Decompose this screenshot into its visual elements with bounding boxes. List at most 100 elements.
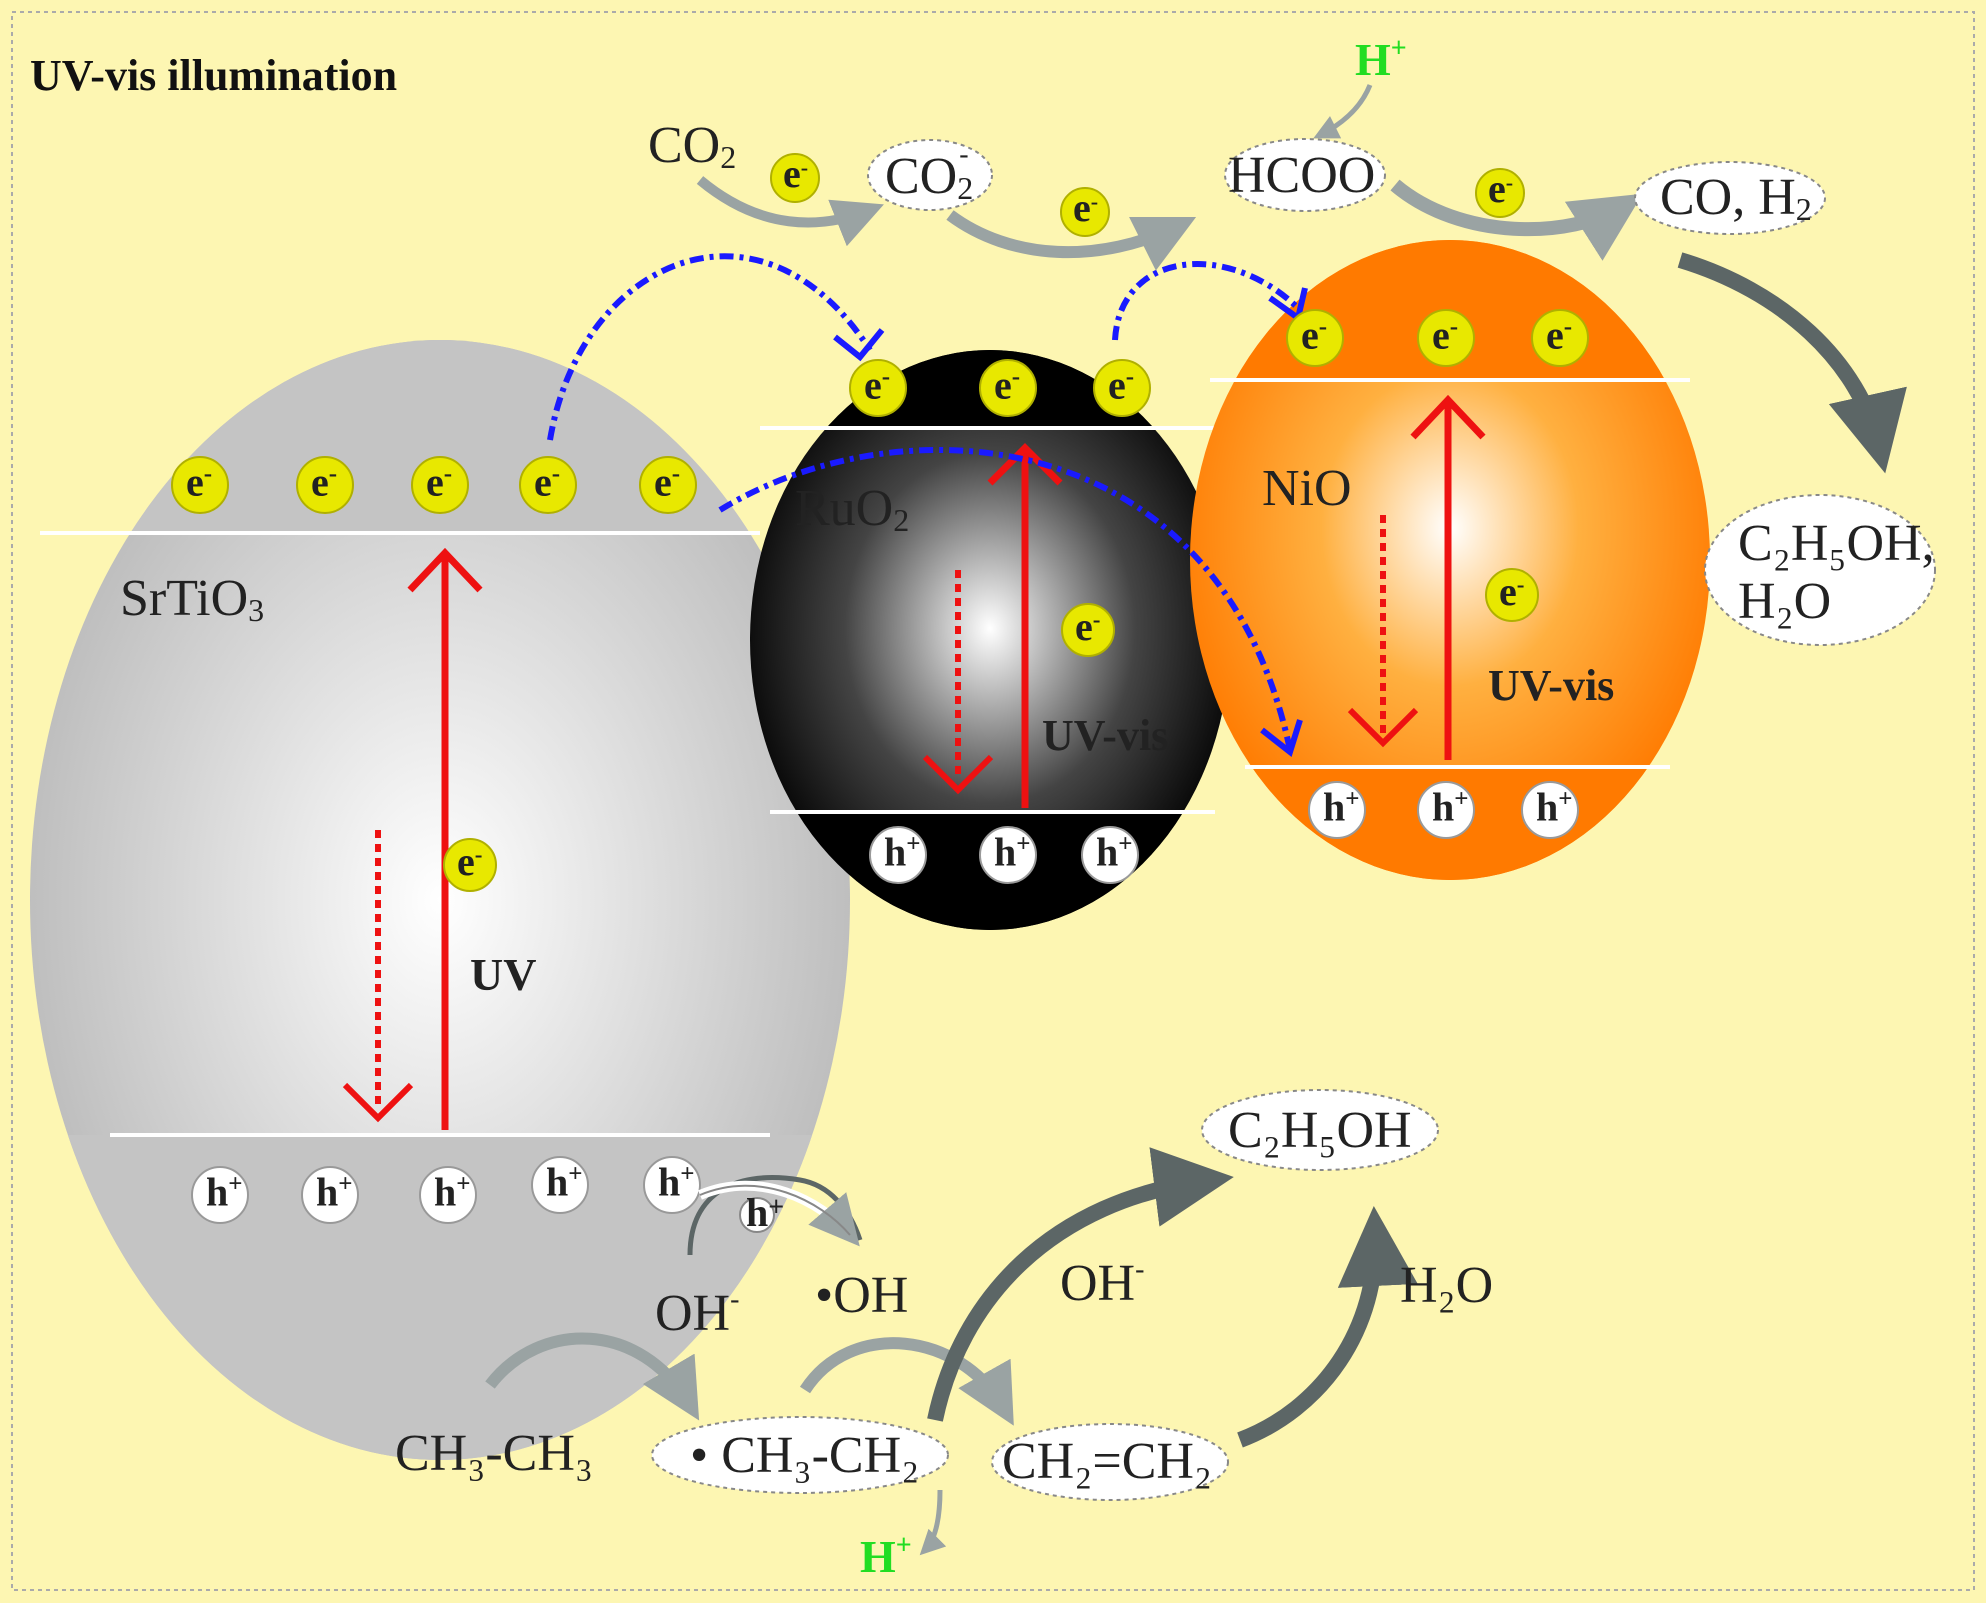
svg-text:h+: h+ xyxy=(1323,785,1360,830)
hole-small xyxy=(739,1197,775,1233)
c2h5oh-h2o-line1: C₂H₅OH, xyxy=(1738,515,1935,572)
co2-label: CO2 xyxy=(648,117,736,175)
hole-ruo2: h+ xyxy=(869,826,927,884)
svg-text:e-: e- xyxy=(654,460,680,505)
svg-text:e-: e- xyxy=(457,839,482,884)
ethane-label: CH₃-CH₃ xyxy=(395,1425,593,1482)
transfer-srtio3-to-ruo2 xyxy=(547,253,873,441)
ethylene-label: CH₂=CH₂ xyxy=(1002,1433,1212,1490)
hole-nio: h+ xyxy=(1417,781,1475,839)
hcoo-bubble xyxy=(1224,138,1386,212)
hole-ruo2: h+ xyxy=(1081,826,1139,884)
hole-srtio3: h+ xyxy=(643,1156,701,1214)
svg-text:e-: e- xyxy=(783,151,808,196)
svg-text:e-: e- xyxy=(864,363,890,408)
svg-text:h+: h+ xyxy=(658,1160,695,1205)
panel-border xyxy=(11,11,1975,1591)
svg-text:e-: e- xyxy=(1432,313,1458,358)
svg-text:e-: e- xyxy=(311,460,337,505)
transfer-srtio3-to-nio xyxy=(718,447,1293,751)
electron-nio: e- xyxy=(1286,309,1344,367)
svg-text:h+: h+ xyxy=(434,1170,471,1215)
uvvis-ruo2-label: UV-vis xyxy=(1042,711,1168,760)
electron-srtio3: e- xyxy=(296,456,354,514)
svg-text:e-: e- xyxy=(534,460,560,505)
hole-srtio3: h+ xyxy=(301,1166,359,1224)
nio-label: NiO xyxy=(1262,460,1352,517)
svg-text:h+: h+ xyxy=(1536,785,1573,830)
electron-pathway: e- xyxy=(770,151,820,203)
diagram-title: UV-vis illumination xyxy=(30,51,397,100)
svg-text:e-: e- xyxy=(1075,604,1100,649)
electron-ruo2: e- xyxy=(1093,359,1151,417)
ethylene-bubble xyxy=(991,1423,1229,1501)
electron-ruo2-midgap: e- xyxy=(1061,603,1115,657)
srtio3-excitation: UV xyxy=(342,547,536,1130)
srtio3-label: SrTiO3 xyxy=(120,570,264,628)
pathway-electrons: e-e-e- xyxy=(770,151,1525,237)
electron-pathway: e- xyxy=(1060,185,1110,237)
svg-text:e-: e- xyxy=(1301,313,1327,358)
svg-text:h+: h+ xyxy=(206,1170,243,1215)
holes: h+ h+ h+ h+ h+ h+ h+ h+ h+ h+ h+ xyxy=(191,781,1579,1224)
electron-srtio3-midgap: e- xyxy=(443,838,497,892)
co2-radical-label: CO2- xyxy=(885,139,973,206)
svg-text:e-: e- xyxy=(994,363,1020,408)
uv-label: UV xyxy=(470,949,536,1000)
svg-text:h+: h+ xyxy=(884,830,921,875)
ruo2-excitation: UV-vis xyxy=(922,443,1168,808)
electron-ruo2: e- xyxy=(849,359,907,417)
hole-ruo2: h+ xyxy=(979,826,1037,884)
svg-text:e-: e- xyxy=(1108,363,1134,408)
ethyl-radical-label: • CH₃-CH₂ xyxy=(690,1427,919,1484)
oh-minus-left: OH- xyxy=(655,1284,739,1342)
svg-text:e-: e- xyxy=(1546,313,1572,358)
h2o-label: H₂O xyxy=(1400,1257,1493,1314)
co2-reduction-pathway: CO2 CO2- HCOO H+ CO, H2 C₂H₅OH, H₂O xyxy=(648,33,1936,646)
svg-text:h+: h+ xyxy=(316,1170,353,1215)
electron-nio: e- xyxy=(1417,309,1475,367)
electron-nio-midgap: e- xyxy=(1485,568,1539,622)
svg-text:h+: h+ xyxy=(1096,830,1133,875)
oh-radical: •OH xyxy=(815,1267,908,1324)
electron-pathway: e- xyxy=(1475,166,1525,218)
c2h5oh-h2o-bubble xyxy=(1704,494,1936,646)
nio-excitation: UV-vis xyxy=(1347,394,1614,760)
hole-srtio3: h+ xyxy=(531,1156,589,1214)
svg-text:h+: h+ xyxy=(546,1160,583,1205)
h-plus-bottom: H+ xyxy=(860,1530,912,1582)
oh-minus-right: OH- xyxy=(1060,1254,1144,1312)
hole-nio: h+ xyxy=(1521,781,1579,839)
h-plus-top: H+ xyxy=(1355,33,1407,85)
svg-text:e-: e- xyxy=(1499,569,1524,614)
electron-srtio3: e- xyxy=(171,456,229,514)
svg-text:h+: h+ xyxy=(1432,785,1469,830)
svg-text:e-: e- xyxy=(426,460,452,505)
c2h5oh-bottom-label: C₂H₅OH xyxy=(1228,1102,1412,1159)
svg-text:e-: e- xyxy=(1073,185,1098,230)
co-h2-label: CO, H2 xyxy=(1660,169,1812,227)
svg-text:e-: e- xyxy=(186,460,212,505)
ruo2-label: RuO2 xyxy=(795,480,909,538)
hcoo-label: HCOO xyxy=(1228,147,1375,204)
uvvis-nio-label: UV-vis xyxy=(1488,661,1614,710)
hole-nio: h+ xyxy=(1308,781,1366,839)
c2h5oh-h2o-line2: H₂O xyxy=(1738,573,1831,630)
electron-srtio3: e- xyxy=(519,456,577,514)
electron-ruo2: e- xyxy=(979,359,1037,417)
svg-text:e-: e- xyxy=(1488,166,1513,211)
electron-srtio3: e- xyxy=(639,456,697,514)
co-h2-bubble xyxy=(1634,161,1826,235)
co2-radical-bubble xyxy=(867,139,993,211)
c2h5oh-bubble xyxy=(1201,1089,1439,1171)
svg-text:h+: h+ xyxy=(994,830,1031,875)
ethyl-radical-bubble xyxy=(651,1416,949,1494)
electrons: e-e-e-e-e-e-e-e-e-e-e-e-e-e- xyxy=(171,309,1589,892)
electron-srtio3: e- xyxy=(411,456,469,514)
hole-small-label: h+ xyxy=(746,1190,784,1235)
hole-srtio3: h+ xyxy=(191,1166,249,1224)
electron-nio: e- xyxy=(1531,309,1589,367)
ethane-oxidation-pathway: h+ OH- •OH CH₃-CH₃ • CH₃-CH₂ CH₂=CH₂ H+ … xyxy=(395,1089,1493,1582)
